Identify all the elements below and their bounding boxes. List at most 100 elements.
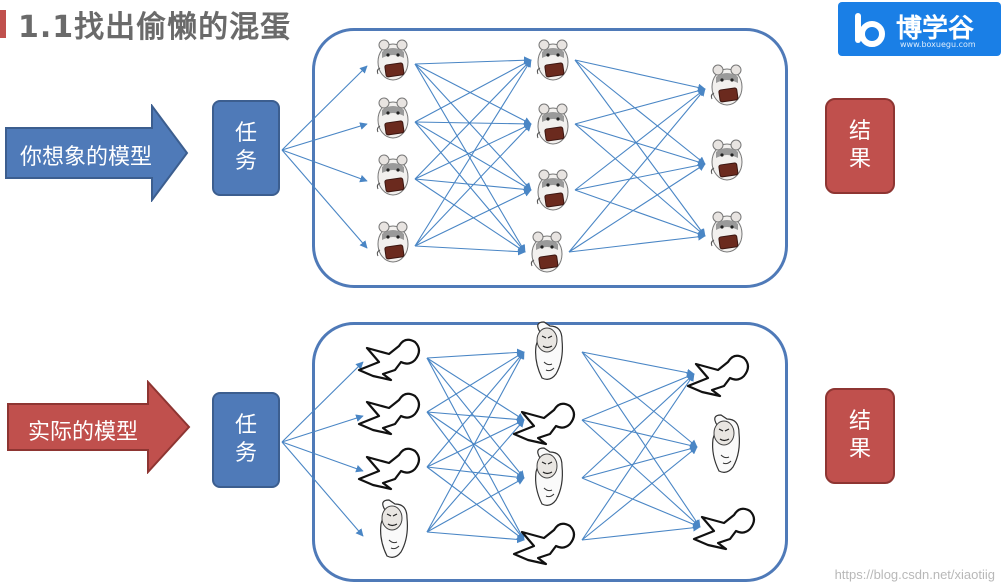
watermark: https://blog.csdn.net/xiaotiig [834, 567, 995, 582]
edge-2-l1-0-l2-2 [426, 357, 525, 479]
edge-1-l2-1-l3-1 [574, 123, 706, 166]
edge-2-l1-1-l2-1 [426, 411, 525, 424]
edge-2-l2-0-l3-1 [581, 351, 698, 448]
edge-2-task-l1-2 [281, 441, 364, 473]
logo-url: www.boxuegu.com [900, 40, 976, 49]
edge-2-l1-2-l2-3 [426, 466, 525, 541]
edge-1-l1-1-l2-1 [414, 120, 532, 128]
task-box-1-label: 任务 [234, 121, 257, 174]
edge-2-l2-1-l3-0 [581, 373, 695, 421]
edge-2-l1-3-l2-2 [426, 477, 525, 533]
slacker-icon-2-l3-2 [692, 507, 756, 551]
edge-1-l1-0-l2-0 [414, 56, 532, 65]
edge-1-l1-2-l2-1 [414, 123, 532, 180]
edge-1-l2-2-l3-2 [574, 189, 706, 238]
edge-1-task-l1-3 [281, 149, 368, 249]
edge-2-l1-0-l2-1 [426, 357, 525, 421]
edge-1-l1-3-l2-3 [414, 245, 526, 256]
edge-2-l2-1-l3-1 [581, 419, 698, 450]
edge-1-l2-3-l3-1 [568, 163, 706, 253]
meme-icon-2-l2-0 [535, 321, 563, 380]
result-box-1: 结果 [825, 98, 895, 194]
title-accent-bar [0, 10, 6, 38]
edge-2-l2-2-l3-1 [581, 445, 698, 479]
edge-1-l1-3-l2-1 [414, 123, 532, 247]
edge-1-l2-1-l3-2 [574, 123, 706, 237]
slacker-icon-2-l3-0 [686, 354, 750, 398]
edge-1-l2-3-l3-0 [568, 88, 706, 253]
task-box-2: 任务 [212, 392, 280, 488]
meme-icon-2-l3-1 [712, 414, 740, 473]
edge-2-l1-1-l2-2 [426, 411, 525, 479]
edge-2-l1-2-l2-2 [426, 466, 525, 482]
edge-2-l1-1-l2-0 [426, 351, 525, 413]
model-arrow-2-label: 实际的模型 [28, 420, 139, 445]
edge-2-l2-3-l3-0 [581, 373, 695, 541]
edge-2-l1-0-l2-3 [426, 357, 525, 541]
edge-2-l2-0-l3-0 [581, 351, 695, 377]
model-arrow-2 [7, 380, 191, 474]
edge-1-task-l1-1 [281, 122, 368, 151]
logo-b-icon [855, 13, 885, 47]
meme-icon-2-l2-2 [535, 447, 563, 506]
edge-2-l2-2-l3-2 [581, 477, 701, 528]
worker-icon-1-l2-0 [536, 39, 569, 81]
slacker-icon-2-l2-3 [512, 522, 576, 566]
edge-2-l1-2-l2-1 [426, 419, 525, 468]
worker-icon-1-l3-0 [710, 64, 743, 106]
edge-2-l1-3-l2-0 [426, 351, 525, 533]
worker-icon-1-l2-2 [536, 169, 569, 211]
model-arrow-1-label: 你想象的模型 [20, 145, 153, 170]
edge-2-l2-3-l3-2 [581, 523, 701, 541]
model-arrow-1 [5, 104, 189, 202]
edge-2-l2-0-l3-2 [581, 351, 701, 528]
edge-1-l2-3-l3-2 [568, 232, 706, 253]
task-box-1: 任务 [212, 100, 280, 196]
edge-1-l2-0-l3-2 [574, 59, 706, 237]
result-box-2-label: 结果 [848, 409, 871, 462]
edge-1-l1-2-l2-0 [414, 59, 532, 180]
edge-2-task-l1-0 [281, 361, 364, 443]
edge-2-l2-3-l3-1 [581, 446, 698, 541]
task-box-2-label: 任务 [234, 413, 257, 466]
edge-1-l2-0-l3-0 [574, 59, 706, 92]
result-box-2: 结果 [825, 388, 895, 484]
edge-2-l1-3-l2-1 [426, 419, 525, 533]
edge-2-l2-2-l3-0 [581, 373, 695, 479]
slacker-icon-2-l1-1 [357, 392, 421, 436]
edge-2-task-l1-1 [281, 414, 364, 443]
edge-1-l1-3-l2-0 [414, 59, 532, 247]
edge-1-task-l1-2 [281, 149, 368, 183]
worker-icon-1-l1-2 [376, 154, 409, 196]
edge-2-task-l1-3 [281, 441, 364, 537]
edge-1-l1-0-l2-2 [414, 63, 532, 191]
edge-1-l1-0-l2-1 [414, 63, 532, 125]
worker-icon-1-l3-1 [710, 139, 743, 181]
edge-1-l1-2-l2-3 [414, 178, 526, 253]
meme-icon-2-l1-3 [380, 499, 408, 558]
edge-2-l2-1-l3-2 [581, 419, 701, 528]
edge-1-task-l1-0 [281, 65, 368, 151]
edge-1-l2-0-l3-1 [574, 59, 706, 165]
edge-2-l1-0-l2-0 [426, 348, 525, 359]
edge-1-l2-2-l3-0 [574, 88, 706, 191]
worker-icon-1-l2-1 [536, 103, 569, 145]
slacker-icon-2-l1-2 [357, 447, 421, 491]
result-box-1-label: 结果 [848, 119, 871, 172]
worker-icon-1-l1-1 [376, 97, 409, 139]
slacker-icon-2-l1-0 [357, 338, 421, 382]
slacker-icon-2-l2-1 [512, 402, 576, 446]
edge-1-l1-3-l2-2 [414, 189, 532, 247]
edge-1-l1-1-l2-2 [414, 121, 532, 191]
worker-icon-1-l3-2 [710, 211, 743, 253]
edge-1-l2-2-l3-1 [574, 161, 706, 191]
edge-2-l1-2-l2-0 [426, 351, 525, 468]
worker-icon-1-l1-0 [376, 39, 409, 81]
edge-1-l1-1-l2-0 [414, 59, 532, 123]
brand-logo: 博学谷 www.boxuegu.com [838, 2, 1001, 56]
edge-2-l1-3-l2-3 [426, 531, 525, 544]
worker-icon-1-l1-3 [376, 221, 409, 263]
page-title: 1.1找出偷懒的混蛋 [18, 10, 292, 45]
logo-name: 博学谷 [896, 14, 975, 44]
